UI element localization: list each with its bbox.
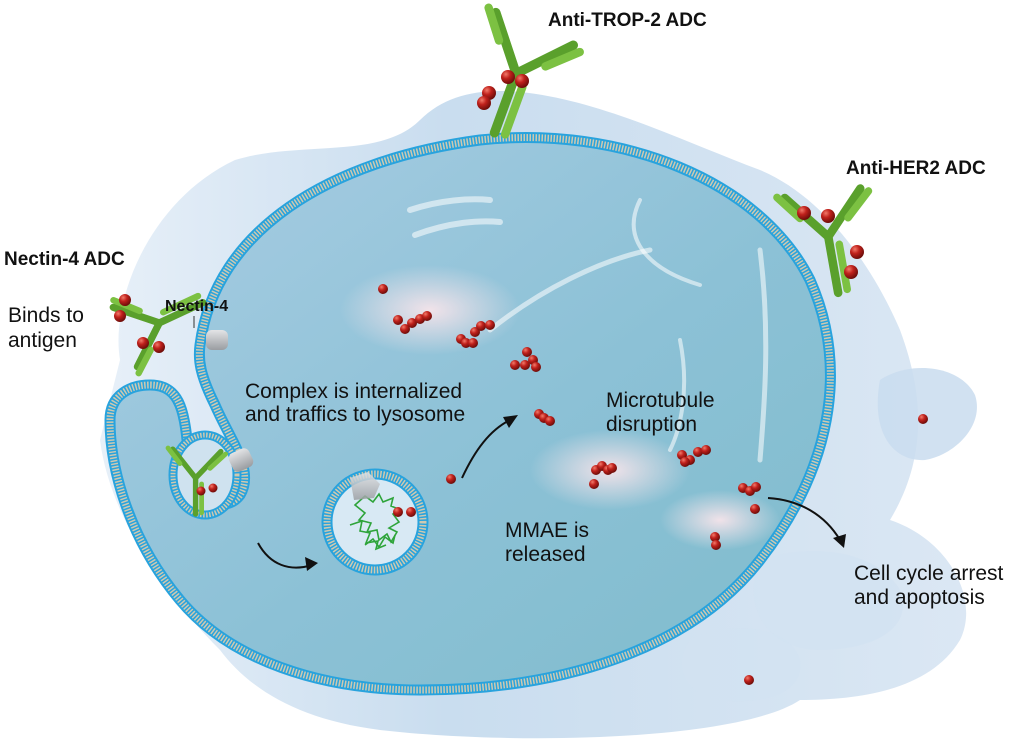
label-mmae-line2: released <box>505 543 586 566</box>
cell <box>104 132 836 696</box>
mmae-payload-bead <box>693 447 703 457</box>
mmae-payload-bead <box>744 675 754 685</box>
mmae-payload-bead <box>476 321 486 331</box>
cytoplasm-glow <box>660 490 780 550</box>
cytoplasm-glow <box>340 265 520 355</box>
mmae-payload-bead <box>520 360 530 370</box>
antibody-internalized <box>165 445 229 517</box>
arrow-release <box>461 419 511 479</box>
mmae-payload-bead <box>797 206 811 220</box>
label-anti-trop-2-adc: Anti-TROP-2 ADC <box>548 10 707 31</box>
vesicle-bleb-lower <box>753 551 903 650</box>
degraded-antibody <box>349 492 403 551</box>
mmae-payload-bead <box>477 96 491 110</box>
cytoplasm <box>110 137 831 690</box>
mmae-payload-bead <box>531 362 541 372</box>
mmae-payload-bead <box>153 341 165 353</box>
mmae-payload-bead <box>607 463 617 473</box>
mmae-payload-bead <box>400 324 410 334</box>
label-binds-line2: antigen <box>8 329 77 352</box>
mmae-payload-bead <box>510 360 520 370</box>
mmae-payload-bead <box>378 284 388 294</box>
mmae-payloads <box>114 70 928 685</box>
mmae-payload-bead <box>114 310 126 322</box>
mmae-payload-bead <box>407 318 417 328</box>
mmae-payload-bead <box>750 504 760 514</box>
label-nectin-4-receptor: Nectin-4 <box>165 298 228 315</box>
antibodies <box>109 3 873 517</box>
mmae-payload-bead <box>446 474 456 484</box>
label-internalized-line2: and traffics to lysosome <box>245 403 465 426</box>
lysosome <box>321 468 429 576</box>
mmae-payload-bead <box>137 337 149 349</box>
label-apoptosis-line1: Cell cycle arrest <box>854 562 1004 585</box>
label-mmae-line1: MMAE is <box>505 519 589 542</box>
arrowhead-icon <box>305 557 318 571</box>
mmae-payload-bead <box>406 507 416 517</box>
mmae-payload-bead <box>821 209 835 223</box>
mmae-payload-bead <box>119 294 131 306</box>
mmae-payload-bead <box>844 265 858 279</box>
mmae-payload-bead <box>680 457 690 467</box>
arrowheads <box>305 415 846 571</box>
vesicle-bleb-right <box>877 368 977 461</box>
mmae-payload-bead <box>461 338 471 348</box>
mmae-payload-bead <box>710 532 720 542</box>
mmae-payload-bead <box>751 482 761 492</box>
mmae-payload-bead <box>468 338 478 348</box>
label-internalized-line1: Complex is internalized <box>245 380 462 403</box>
label-microtubule-line2: disruption <box>606 413 697 436</box>
vesicle-bleb-bottom <box>681 628 801 702</box>
mmae-payload-bead <box>701 445 711 455</box>
mmae-payload-bead <box>393 507 403 517</box>
mmae-payload-bead <box>501 70 515 84</box>
label-anti-her2-adc: Anti-HER2 ADC <box>846 158 986 179</box>
label-nectin-4-adc: Nectin-4 ADC <box>4 249 125 270</box>
mmae-payload-bead <box>850 245 864 259</box>
arrow-to-lysosome <box>257 542 313 569</box>
label-microtubule-line1: Microtubule <box>606 389 715 412</box>
mmae-payload-bead <box>589 479 599 489</box>
mmae-payload-bead <box>711 540 721 550</box>
mmae-payload-bead <box>515 74 529 88</box>
microtubules <box>407 196 769 463</box>
arrowhead-icon <box>503 415 518 428</box>
mmae-payload-bead <box>393 315 403 325</box>
antibody-anti-trop-2 <box>484 3 584 139</box>
nectin-4-receptor <box>228 448 254 472</box>
nectin-4-receptor <box>206 330 228 350</box>
arrow-apoptosis <box>767 497 841 541</box>
mmae-payload-bead <box>522 347 532 357</box>
label-binds-line1: Binds to <box>8 304 84 327</box>
label-apoptosis-line2: and apoptosis <box>854 586 985 609</box>
mmae-payload-bead <box>545 416 555 426</box>
mmae-payload-bead <box>196 486 206 496</box>
arrows <box>257 419 841 569</box>
mmae-payload-bead <box>485 320 495 330</box>
endosome <box>168 430 242 520</box>
nectin-4-receptors <box>206 330 254 472</box>
mmae-payload-bead <box>422 311 432 321</box>
receptor-fragment <box>350 472 380 500</box>
mmae-payload-bead <box>918 414 928 424</box>
mmae-payload-bead <box>208 483 218 493</box>
arrowhead-icon <box>833 534 846 548</box>
